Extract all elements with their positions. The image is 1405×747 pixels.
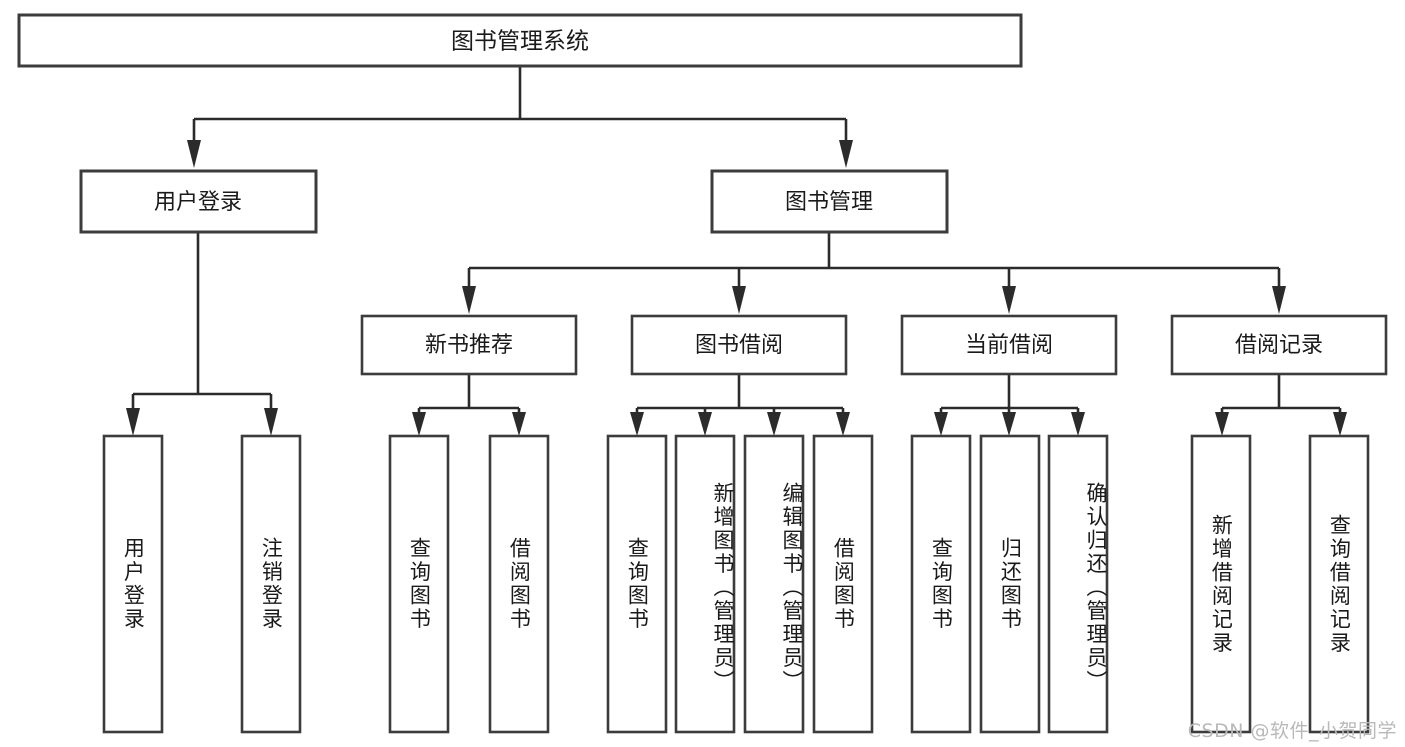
leaf-box-query-book-nb[interactable] [388,434,450,734]
arrow-head-icon [1333,412,1347,436]
arrow-head-icon [187,140,201,168]
node-user-login-label: 用户登录 [154,190,242,215]
connector-currentborrow-to-leaves [934,374,1085,436]
node-book-borrow[interactable]: 图书借阅 [630,314,848,376]
leaf-box-user-login[interactable] [102,434,164,734]
node-current-borrow-label: 当前借阅 [965,333,1053,358]
connector-bookborrow-to-leaves [630,374,850,436]
connector-borrowrecord-to-leaves [1215,374,1347,436]
leaf-box-return-book[interactable] [979,434,1041,734]
node-book-management[interactable]: 图书管理 [710,169,949,234]
node-root-system-label: 图书管理系统 [451,29,589,55]
node-new-book-recommend-label: 新书推荐 [425,333,513,358]
node-borrow-record[interactable]: 借阅记录 [1170,314,1388,376]
node-new-book-recommend[interactable]: 新书推荐 [360,314,578,376]
connector-root-to-level2 [187,67,853,168]
csdn-watermark: CSDN @软件_小贺同学 [1187,720,1397,742]
leaf-box-logout-login[interactable] [240,434,302,734]
arrow-head-icon [732,286,746,314]
leaf-box-borrow-book-nb[interactable] [488,434,550,734]
leaf-box-borrow-book-bb[interactable] [812,434,874,734]
node-user-login[interactable]: 用户登录 [79,169,318,234]
arrow-head-icon [1071,412,1085,436]
arrow-head-icon [462,286,476,314]
arrow-head-icon [698,412,712,436]
arrow-head-icon [767,412,781,436]
node-borrow-record-label: 借阅记录 [1235,333,1323,358]
leaf-box-query-book-cb[interactable] [910,434,972,734]
arrow-head-icon [1272,286,1286,314]
leaf-box-edit-book-admin[interactable] [743,434,805,734]
arrow-head-icon [934,412,948,436]
arrow-head-icon [264,408,278,436]
leaf-box-confirm-return-admin[interactable] [1047,434,1109,734]
arrow-head-icon [1002,286,1016,314]
connector-newbook-to-leaves [412,374,526,436]
arrow-head-icon [412,412,426,436]
node-book-borrow-label: 图书借阅 [695,333,783,358]
arrow-head-icon [839,140,853,168]
leaf-box-query-book-bb[interactable] [606,434,668,734]
node-current-borrow[interactable]: 当前借阅 [900,314,1118,376]
connector-userlogin-to-leaves [126,232,278,436]
node-root-system[interactable]: 图书管理系统 [17,13,1023,68]
arrow-head-icon [1215,412,1229,436]
arrow-head-icon [512,412,526,436]
connector-bookmgmt-to-level3 [462,232,1286,314]
arrow-head-icon [836,412,850,436]
node-book-management-label: 图书管理 [785,190,873,215]
arrow-head-icon [126,408,140,436]
leaf-box-query-borrow-record[interactable] [1308,434,1370,734]
arrow-head-icon [630,412,644,436]
leaf-box-add-book-admin[interactable] [674,434,736,734]
arrow-head-icon [1002,412,1016,436]
leaf-box-add-borrow-record[interactable] [1190,434,1252,734]
